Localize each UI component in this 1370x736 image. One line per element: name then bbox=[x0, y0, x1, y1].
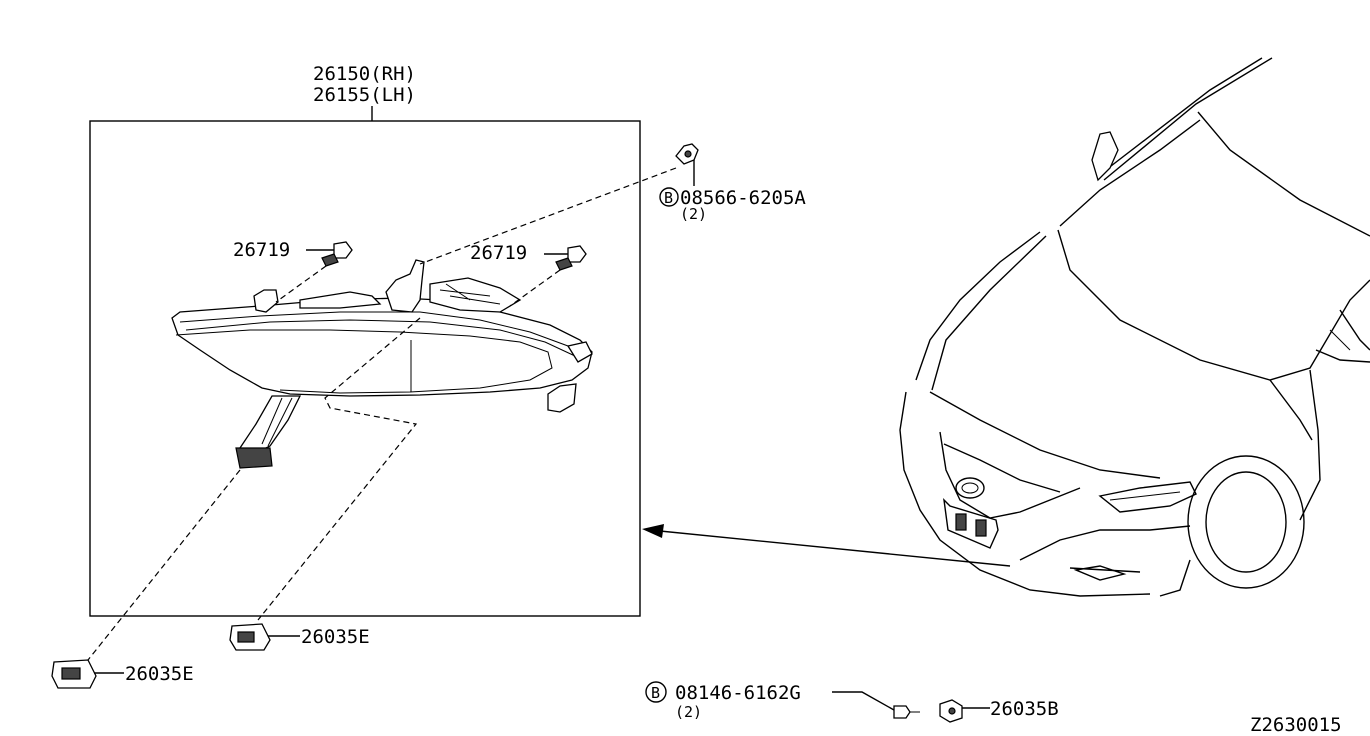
assembly-box bbox=[89, 120, 641, 617]
diagram-id: Z2630015 bbox=[1250, 714, 1342, 736]
locator-arrow bbox=[659, 530, 1011, 567]
circle-b-bottom-letter: B bbox=[651, 684, 660, 702]
circle-b-top-letter: B bbox=[664, 189, 673, 207]
bulb-icon bbox=[555, 245, 587, 271]
dashed-bulb-right bbox=[509, 269, 561, 307]
label-socket-left: 26035E bbox=[125, 663, 194, 685]
dashed-socket-mid bbox=[257, 317, 421, 621]
label-bolt-bottom-qty: (2) bbox=[675, 703, 702, 721]
circle-b-top bbox=[659, 187, 679, 207]
label-socket-mid: 26035E bbox=[301, 626, 370, 648]
label-bulb-left: 26719 bbox=[233, 239, 290, 261]
arrow-head bbox=[642, 524, 664, 538]
clip-icon bbox=[939, 699, 963, 723]
leader-bolt-bottom bbox=[832, 691, 895, 711]
label-bulb-right: 26719 bbox=[470, 242, 527, 264]
fog-lamp-icon bbox=[171, 259, 593, 469]
bolt-icon bbox=[675, 143, 699, 165]
label-lamp-rh: 26150(RH) bbox=[313, 63, 416, 85]
circle-b-bottom bbox=[645, 681, 667, 703]
socket-icon bbox=[51, 659, 97, 689]
bulb-icon bbox=[321, 241, 353, 267]
dashed-bulb-left bbox=[275, 265, 327, 303]
bolt-icon bbox=[893, 705, 920, 719]
label-clip-bottom: 26035B bbox=[990, 698, 1059, 720]
label-lamp-lh: 26155(LH) bbox=[313, 84, 416, 106]
label-bolt-top: 08566-6205A bbox=[680, 187, 806, 209]
dashed-socket-left bbox=[87, 469, 241, 661]
label-bolt-bottom: 08146-6162G bbox=[675, 682, 801, 704]
dashed-bolt-top bbox=[419, 167, 677, 265]
label-bolt-top-qty: (2) bbox=[680, 205, 707, 223]
car-front-icon bbox=[899, 57, 1370, 597]
socket-icon bbox=[229, 623, 271, 651]
